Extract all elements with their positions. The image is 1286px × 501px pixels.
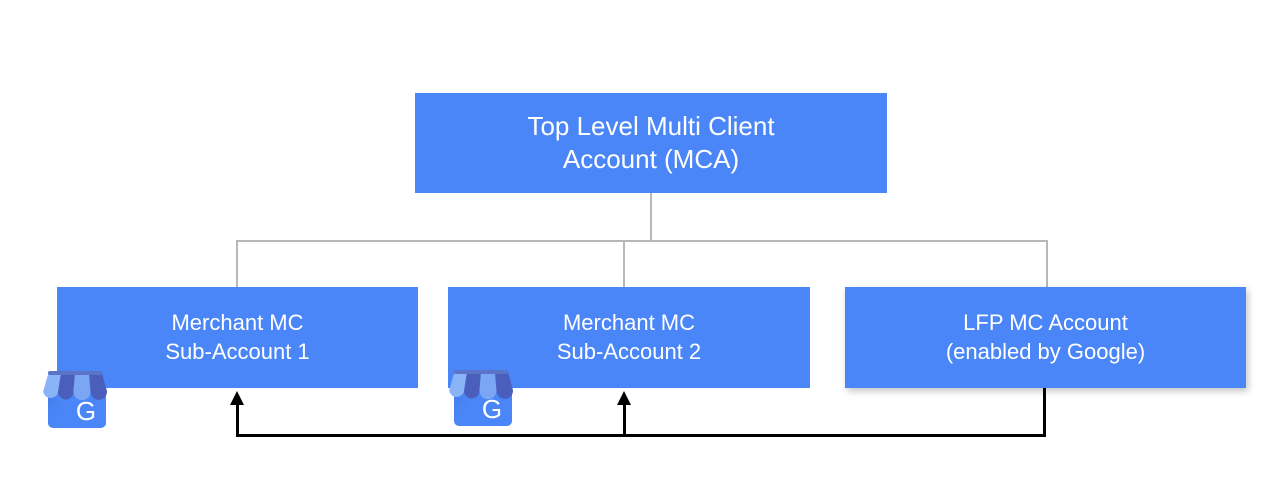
connector-bus-to-sub1 [236, 240, 238, 287]
flow-arrowhead-sub1-icon [230, 391, 244, 405]
storefront-icon-sub-account-2: G [446, 366, 522, 428]
node-merchant-sub-account-2-line2: Sub-Account 2 [556, 338, 702, 364]
node-lfp-mc-account-line1: LFP MC Account [963, 310, 1128, 336]
node-merchant-sub-account-2[interactable]: Merchant MC Sub-Account 2 [448, 287, 810, 388]
node-top-level-mca[interactable]: Top Level Multi Client Account (MCA) [415, 93, 887, 193]
connector-bus-to-sub2 [623, 240, 625, 287]
storefront-g-glyph: G [76, 396, 96, 426]
storefront-g-glyph: G [482, 394, 502, 424]
flow-line-to-sub2 [623, 402, 626, 435]
node-merchant-sub-account-1-line1: Merchant MC [171, 310, 304, 336]
connector-horizontal-bus [236, 240, 1048, 242]
node-top-level-mca-line1: Top Level Multi Client [527, 110, 775, 141]
flow-arrowhead-sub2-icon [617, 391, 631, 405]
node-top-level-mca-line2: Account (MCA) [562, 144, 740, 174]
node-merchant-sub-account-2-line1: Merchant MC [562, 310, 696, 336]
flow-line-to-sub1 [236, 402, 239, 435]
node-lfp-mc-account-line2: (enabled by Google) [945, 338, 1146, 364]
connector-bus-to-lfp [1046, 240, 1048, 287]
node-merchant-sub-account-1-line2: Sub-Account 1 [165, 338, 310, 364]
node-merchant-sub-account-1[interactable]: Merchant MC Sub-Account 1 [57, 287, 418, 388]
flow-line-horizontal [236, 434, 1046, 437]
connector-mca-to-bus [650, 193, 652, 242]
flow-line-lfp-down [1043, 388, 1046, 437]
storefront-icon-sub-account-1: G [40, 366, 116, 430]
node-lfp-mc-account[interactable]: LFP MC Account (enabled by Google) [845, 287, 1246, 388]
